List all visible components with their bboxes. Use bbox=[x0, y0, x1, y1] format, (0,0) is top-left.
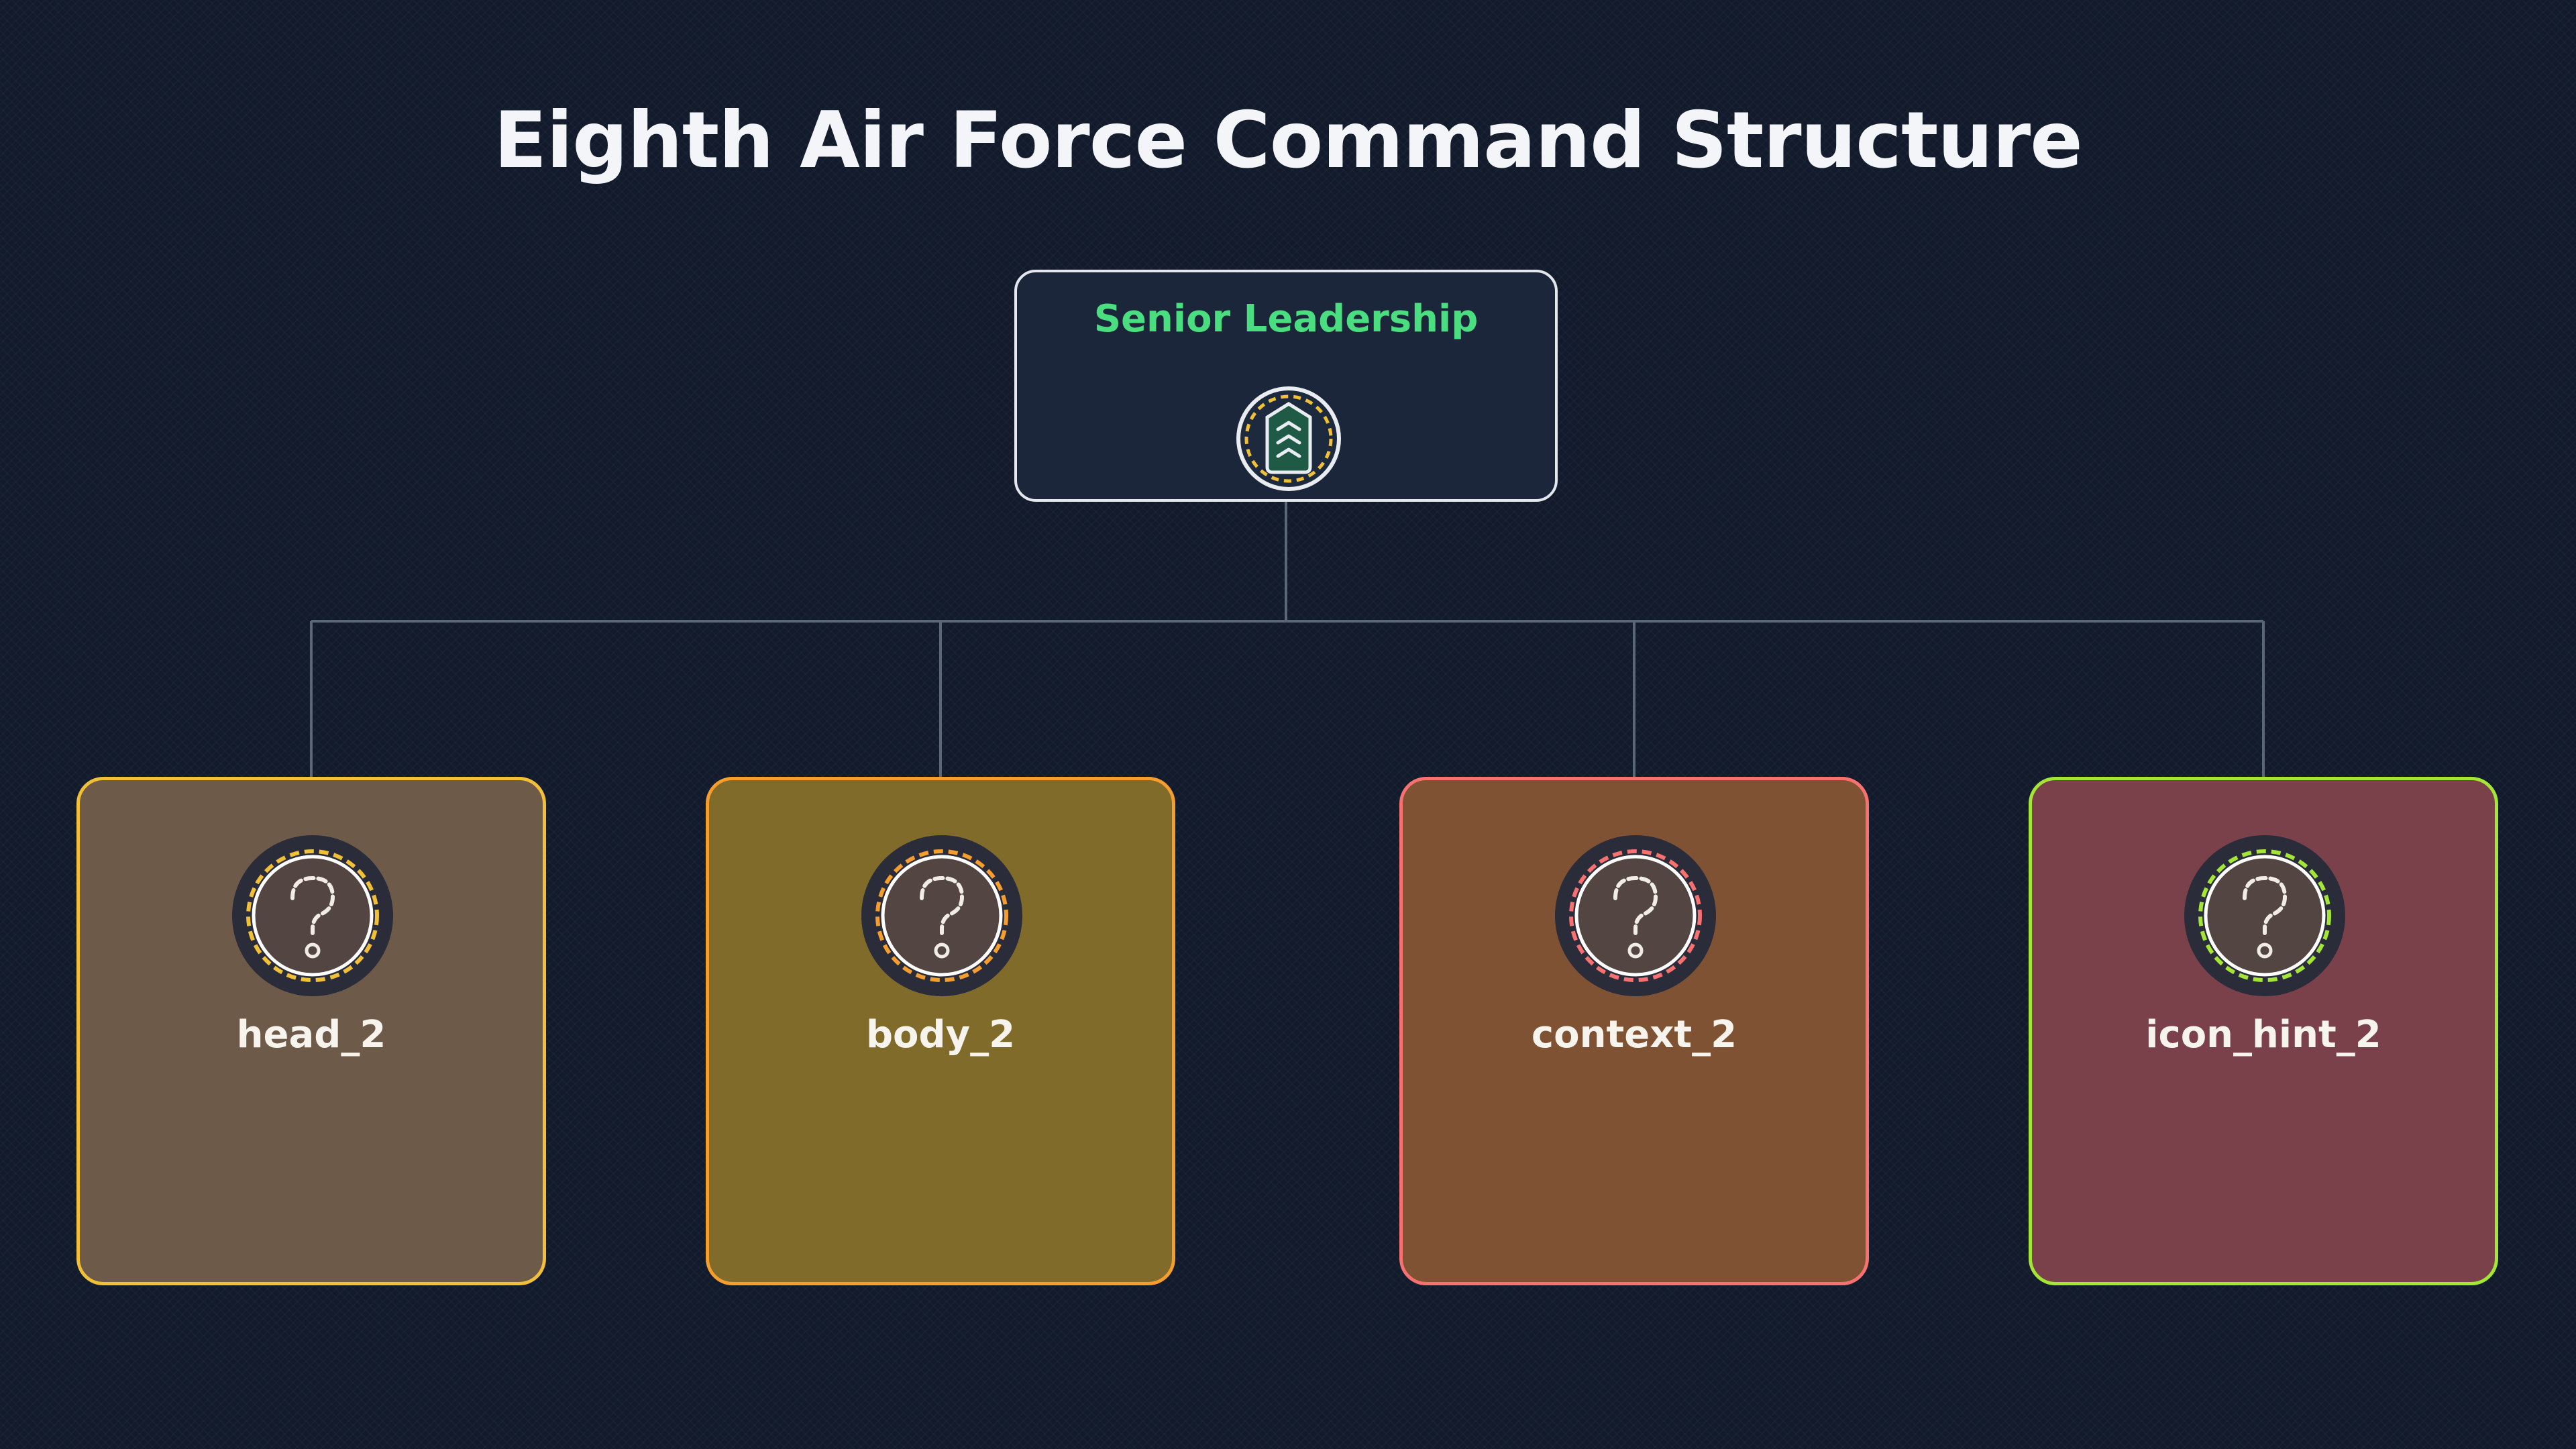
diagram-title: Eighth Air Force Command Structure bbox=[494, 95, 2083, 186]
child-node-1[interactable]: head_2 bbox=[76, 777, 546, 1285]
child-node-label: context_2 bbox=[1531, 1013, 1737, 1057]
child-node-label: body_2 bbox=[865, 1013, 1016, 1057]
child-node-2[interactable]: body_2 bbox=[706, 777, 1175, 1285]
question-mark-icon bbox=[2183, 834, 2347, 998]
question-mark-icon bbox=[860, 834, 1024, 998]
root-node-senior-leadership[interactable]: Senior Leadership bbox=[1014, 270, 1558, 502]
root-node-label: Senior Leadership bbox=[1093, 297, 1479, 341]
child-node-3[interactable]: context_2 bbox=[1399, 777, 1869, 1285]
chevron-rank-icon bbox=[1234, 384, 1344, 494]
child-node-label: head_2 bbox=[236, 1013, 386, 1057]
question-mark-icon bbox=[1554, 834, 1717, 998]
child-node-4[interactable]: icon_hint_2 bbox=[2029, 777, 2498, 1285]
child-node-label: icon_hint_2 bbox=[2145, 1013, 2381, 1057]
question-mark-icon bbox=[231, 834, 394, 998]
